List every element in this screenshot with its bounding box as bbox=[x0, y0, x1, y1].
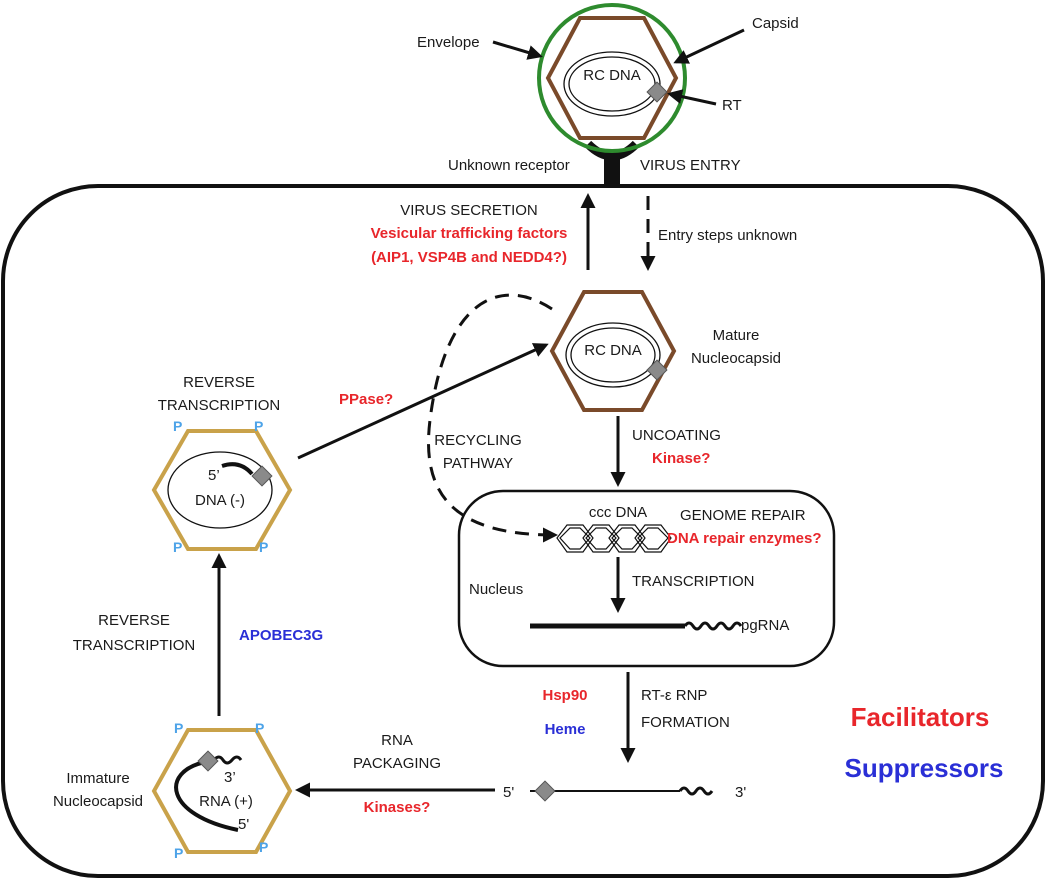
legend-facilitators: Facilitators bbox=[851, 702, 990, 732]
rt-top-line1: REVERSE bbox=[183, 374, 255, 391]
mature-label-line2: Nucleocapsid bbox=[691, 350, 781, 367]
immature-phos-bl: P bbox=[174, 845, 183, 861]
virion-rc-dna-outer bbox=[563, 51, 661, 117]
phosphate-tl: P bbox=[173, 418, 182, 434]
ccc-dna-rings bbox=[556, 524, 672, 553]
dna-minus-label: DNA (-) bbox=[195, 492, 245, 509]
rnp-line2: FORMATION bbox=[641, 714, 730, 731]
cell-membrane bbox=[1, 184, 1045, 878]
repair-enzymes-label: DNA repair enzymes? bbox=[667, 530, 822, 547]
apobec3g-label: APOBEC3G bbox=[239, 627, 323, 644]
secretion-title: VIRUS SECRETION bbox=[400, 202, 538, 219]
packaging-line1: RNA bbox=[381, 732, 413, 749]
mature-capsid bbox=[549, 290, 677, 412]
immature-label-line2: Nucleocapsid bbox=[53, 793, 143, 810]
dna-minus-strand bbox=[221, 462, 254, 476]
immature-capsid bbox=[151, 728, 293, 854]
receptor-label: Unknown receptor bbox=[448, 157, 570, 174]
envelope-label: Envelope bbox=[417, 34, 480, 51]
genome-repair-label: GENOME REPAIR bbox=[680, 507, 806, 524]
mature-rt-diamond bbox=[646, 359, 668, 381]
rnp-five-prime: 5' bbox=[503, 784, 514, 801]
envelope-arrow bbox=[492, 40, 543, 60]
legend-suppressors: Suppressors bbox=[845, 753, 1004, 783]
pphase-arrow bbox=[297, 343, 549, 460]
dna-rt-diamond bbox=[251, 465, 273, 487]
pgrna-tail bbox=[683, 621, 743, 631]
immature-three-prime: 3’ bbox=[224, 769, 236, 786]
packaging-factor: Kinases? bbox=[364, 799, 431, 816]
nucleus-label: Nucleus bbox=[469, 581, 523, 598]
dna-nucleocapsid-capsid bbox=[151, 429, 293, 551]
recycling-dashed-arrow bbox=[427, 293, 558, 543]
rt-arrow bbox=[667, 89, 717, 106]
rt-bottom-line2: TRANSCRIPTION bbox=[73, 637, 196, 654]
entry-steps-label: Entry steps unknown bbox=[658, 227, 797, 244]
rt-label: RT bbox=[722, 97, 742, 114]
immature-rna-label: RNA (+) bbox=[199, 793, 253, 810]
virion-rc-dna-label: RC DNA bbox=[583, 67, 641, 84]
phosphate-br: P bbox=[259, 539, 268, 555]
capsid-arrow bbox=[673, 28, 745, 64]
rnp-epsilon-loop bbox=[678, 786, 714, 796]
recycling-line2: PATHWAY bbox=[443, 455, 513, 472]
dna-minus-circle bbox=[167, 451, 273, 529]
pgrna-label: pgRNA bbox=[741, 617, 789, 634]
immature-phos-tl: P bbox=[174, 720, 183, 736]
dna-five-prime: 5’ bbox=[208, 467, 220, 484]
secretion-factors-line2: (AIP1, VSP4B and NEDD4?) bbox=[371, 249, 567, 266]
immature-label-line1: Immature bbox=[66, 770, 129, 787]
immature-epsilon bbox=[212, 755, 243, 765]
transcription-label: TRANSCRIPTION bbox=[632, 573, 755, 590]
secretion-factors-line1: Vesicular trafficking factors bbox=[371, 225, 568, 242]
heme-label: Heme bbox=[545, 721, 586, 738]
virus-entry-label: VIRUS ENTRY bbox=[640, 157, 741, 174]
mature-label-line1: Mature bbox=[713, 327, 760, 344]
rnp-line1: RT-ε RNP bbox=[641, 687, 707, 704]
immature-phos-tr: P bbox=[255, 720, 264, 736]
rnp-three-prime: 3' bbox=[735, 784, 746, 801]
phosphate-tr: P bbox=[254, 418, 263, 434]
mature-rc-dna-label: RC DNA bbox=[584, 342, 642, 359]
uncoating-factor: Kinase? bbox=[652, 450, 710, 467]
receptor-stem bbox=[604, 158, 620, 188]
packaging-line2: PACKAGING bbox=[353, 755, 441, 772]
immature-rna-strand bbox=[174, 760, 239, 832]
rnp-rt-diamond bbox=[534, 780, 556, 802]
immature-phos-br: P bbox=[259, 839, 268, 855]
nucleus bbox=[457, 489, 836, 668]
pphase-label: PPase? bbox=[339, 391, 393, 408]
immature-five-prime: 5' bbox=[238, 816, 249, 833]
hsp90-label: Hsp90 bbox=[542, 687, 587, 704]
immature-rt-diamond bbox=[197, 750, 219, 772]
virion-envelope bbox=[537, 3, 687, 153]
virion-rc-dna-inner bbox=[568, 56, 656, 112]
capsid-label: Capsid bbox=[752, 15, 799, 32]
ccc-dna-label: ccc DNA bbox=[589, 504, 647, 521]
recycling-line1: RECYCLING bbox=[434, 432, 522, 449]
mature-rc-dna-outer bbox=[565, 322, 661, 388]
rt-top-line2: TRANSCRIPTION bbox=[158, 397, 281, 414]
virion-rt-diamond bbox=[646, 81, 668, 103]
uncoating-title: UNCOATING bbox=[632, 427, 721, 444]
phosphate-bl: P bbox=[173, 539, 182, 555]
rt-bottom-line1: REVERSE bbox=[98, 612, 170, 629]
mature-rc-dna-inner bbox=[570, 327, 656, 383]
virion-capsid bbox=[545, 16, 679, 140]
